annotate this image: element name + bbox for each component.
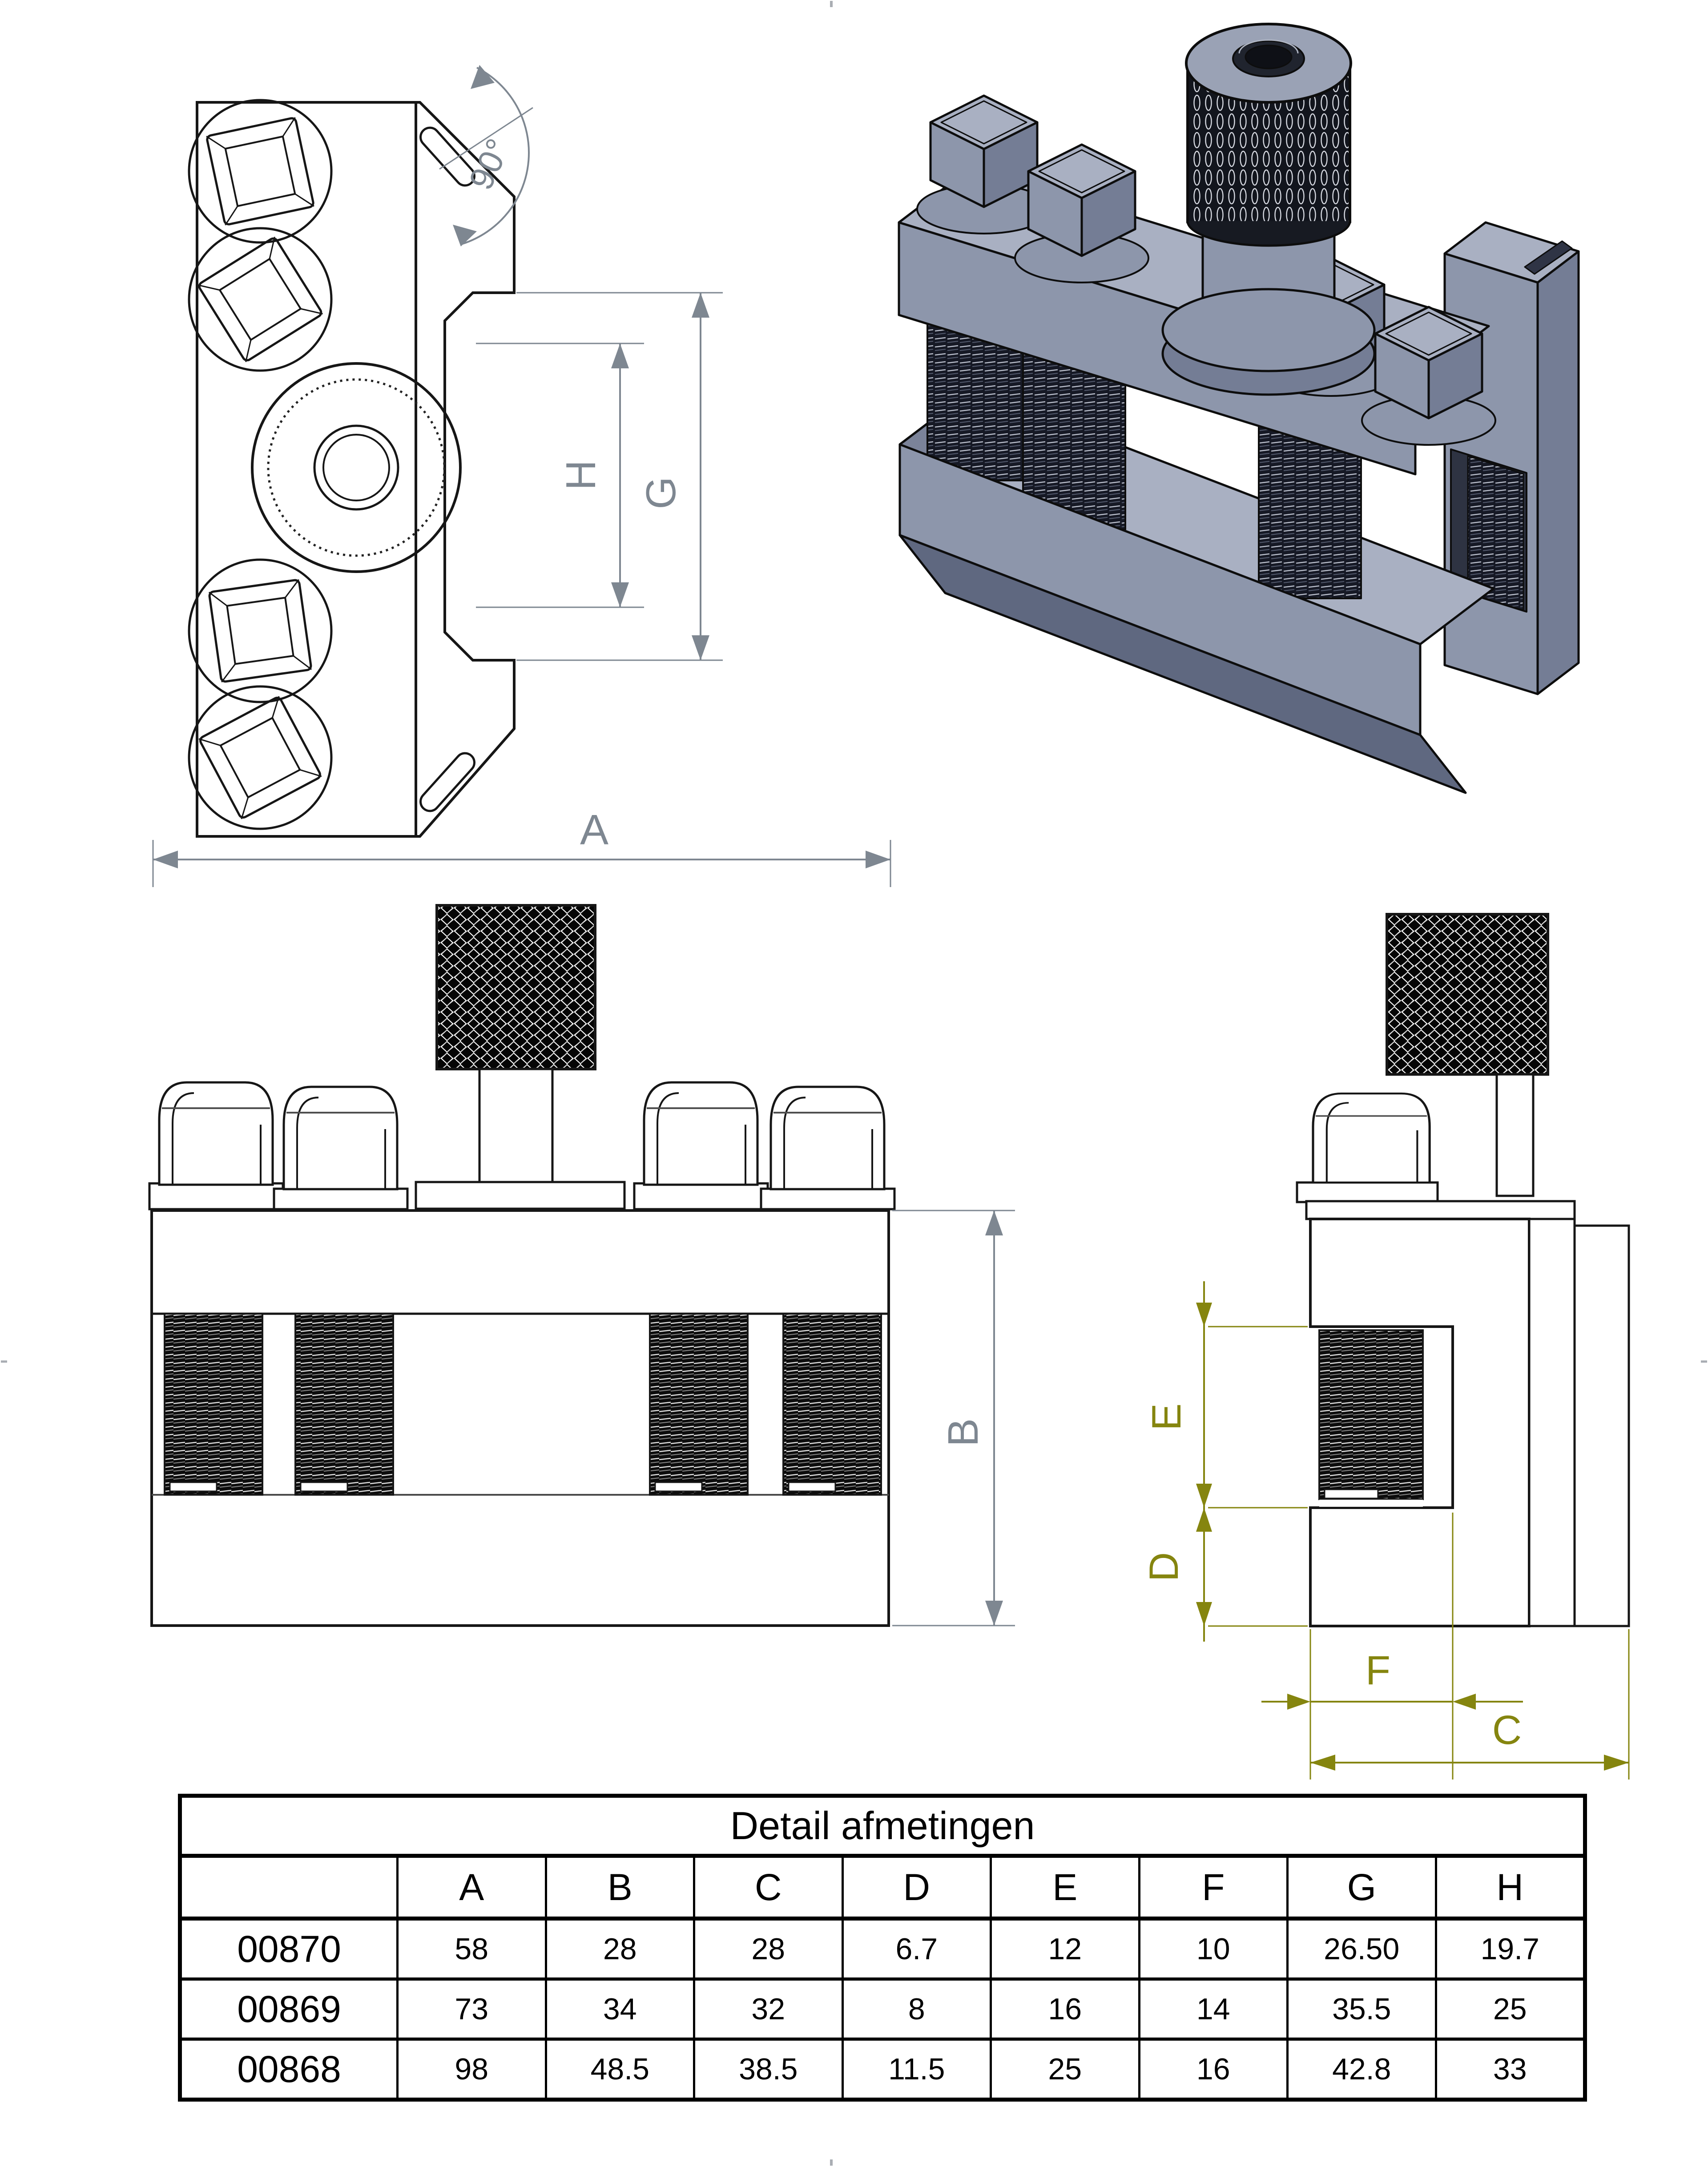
table-cell: 26.50 [1286, 1921, 1435, 1977]
bolt-head-top-2 [188, 227, 333, 372]
table-cell: 10 [1138, 1921, 1287, 1977]
table-cell: 6.7 [841, 1921, 990, 1977]
top-view-dimensions: 90° H G [439, 65, 723, 661]
table-cell: 35.5 [1286, 1981, 1435, 2038]
side-top-plate [1305, 1200, 1576, 1220]
iso-view-drawing [898, 23, 1580, 794]
table-col-header: A [396, 1858, 545, 1917]
front-knob-stem [478, 1068, 554, 1183]
table-title: Detail afmetingen [182, 1798, 1583, 1858]
table-cell: 11.5 [841, 2041, 990, 2098]
table-cell: 25 [990, 2041, 1138, 2098]
front-studs [164, 1313, 882, 1496]
top-view-slab [196, 101, 417, 838]
side-knob [1386, 913, 1549, 1076]
side-cap [1313, 1094, 1430, 1182]
table-cell: 38.5 [693, 2041, 842, 2098]
front-view-dimensions: A B [152, 806, 1015, 1626]
top-view-profile [197, 101, 516, 838]
table-col-header: E [990, 1858, 1138, 1917]
table-cell: 25 [1434, 1981, 1583, 2038]
table-cell: 34 [544, 1981, 693, 2038]
table-cell: 28 [693, 1921, 842, 1977]
table-header-row: A B C D E F G H [182, 1858, 1583, 1921]
dim-label-d: D [1141, 1552, 1187, 1582]
table-cell: 98 [396, 2041, 545, 2098]
dim-label-angle: 90° [462, 133, 518, 195]
table-row-id: 00869 [237, 1988, 341, 2030]
top-view-drawing [188, 99, 516, 838]
iso-dovetail-block [1443, 221, 1580, 695]
table-row-id: 00868 [237, 2048, 341, 2090]
front-center-plate [415, 1181, 626, 1210]
dim-label-f: F [1366, 1648, 1390, 1693]
bolt-head-top-1 [188, 99, 333, 244]
iso-bottom-plate-front [898, 443, 1467, 794]
side-dovetail-plate [1573, 1224, 1630, 1627]
top-view-upper-slot [419, 126, 475, 187]
table-col-header: D [841, 1858, 990, 1917]
table-cell: 48.5 [544, 2041, 693, 2098]
dim-label-a: A [580, 806, 608, 854]
front-cap-3 [644, 1082, 757, 1185]
table-cell: 16 [1138, 2041, 1287, 2098]
dim-label-b: B [939, 1418, 987, 1447]
table-row: 00869 73 34 32 8 16 14 35.5 25 [182, 1981, 1583, 2041]
bolt-head-bottom-2 [188, 685, 333, 830]
front-body [150, 1209, 890, 1627]
table-cell: 12 [990, 1921, 1138, 1977]
table-cell: 58 [396, 1921, 545, 1977]
dim-label-g: G [637, 476, 684, 509]
table-cell: 8 [841, 1981, 990, 2038]
top-view-lower-slot [419, 752, 475, 812]
iso-knob [1161, 23, 1376, 396]
bolt-head-bottom-1 [188, 558, 333, 703]
front-cap-4 [771, 1087, 884, 1189]
table-row: 00868 98 48.5 38.5 11.5 25 16 42.8 33 [182, 2041, 1583, 2098]
side-view-drawing [1296, 913, 1630, 1627]
table-cell: 16 [990, 1981, 1138, 2038]
table-col-header: C [693, 1858, 842, 1917]
table-cell: 19.7 [1434, 1921, 1583, 1977]
table-cell: 73 [396, 1981, 545, 2038]
top-view-knob [251, 362, 462, 573]
dim-label-h: H [557, 460, 604, 490]
side-view-dimensions: E D F C [1141, 1281, 1630, 1780]
table-cell: 32 [693, 1981, 842, 2038]
table-col-header: H [1434, 1858, 1583, 1917]
dim-label-c: C [1492, 1707, 1522, 1753]
side-knob-stem [1495, 1073, 1535, 1197]
table-cell: 14 [1138, 1981, 1287, 2038]
table-row: 00870 58 28 28 6.7 12 10 26.50 19.7 [182, 1921, 1583, 1981]
table-cell: 42.8 [1286, 2041, 1435, 2098]
table-cell: 33 [1434, 2041, 1583, 2098]
front-view-drawing [148, 904, 896, 1627]
table-col-header: F [1138, 1858, 1287, 1917]
table-cell: 28 [544, 1921, 693, 1977]
table-col-header: B [544, 1858, 693, 1917]
front-cap-2 [284, 1087, 397, 1189]
side-stud [1318, 1329, 1424, 1500]
table-row-id: 00870 [237, 1928, 341, 1970]
table-col-header: G [1286, 1858, 1435, 1917]
table-corner-cell [182, 1858, 396, 1917]
front-knob [435, 904, 596, 1070]
front-cap-1 [159, 1082, 273, 1185]
dim-label-e: E [1144, 1403, 1189, 1430]
dimensions-table: Detail afmetingen A B C D E F G H 00870 … [178, 1794, 1587, 2102]
